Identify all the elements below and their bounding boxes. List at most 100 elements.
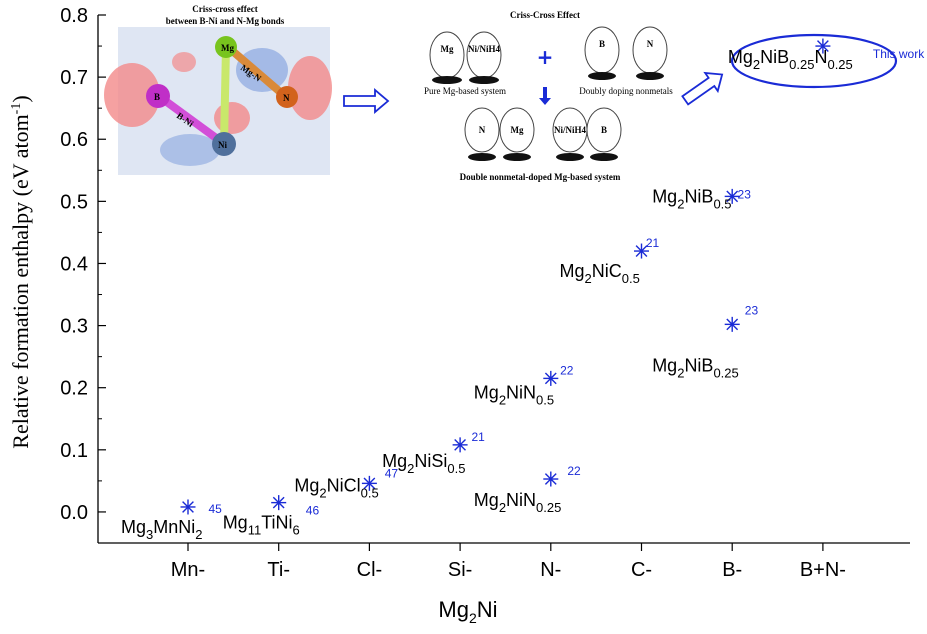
y-tick-label: 0.4 xyxy=(60,253,88,275)
bubble-label-mg: Mg xyxy=(441,44,454,54)
y-ticks: 0.00.10.20.30.40.50.60.70.8 xyxy=(60,5,106,524)
data-point-label: Mg11TiNi6 xyxy=(223,513,300,538)
feet xyxy=(590,153,618,161)
data-point-label: Mg2NiSi0.5 xyxy=(382,451,465,476)
data-point-ref: 22 xyxy=(560,363,574,377)
atom-label-b: B xyxy=(154,92,160,102)
arrow-right-icon xyxy=(343,88,390,114)
feet xyxy=(588,72,616,80)
bubble-label-ni: Ni/NiH4 xyxy=(468,44,501,54)
data-point-label: Mg2NiB0.5 xyxy=(652,186,731,211)
data-point-ref: 47 xyxy=(385,466,399,480)
atom-label-n: N xyxy=(283,93,290,103)
axes xyxy=(97,15,910,544)
data-point-label: Mg2NiC0.5 xyxy=(560,261,640,286)
inset-criss-cross-structure: Criss-cross effect between B-Ni and N-Mg… xyxy=(104,4,332,175)
data-point-ref: 22 xyxy=(567,464,581,478)
y-axis-title-main: Relative formation enthalpy (eV atom xyxy=(8,114,33,448)
data-point-ref: 21 xyxy=(646,236,660,250)
data-point-ref: This work xyxy=(873,47,925,61)
bubble-ni xyxy=(466,31,502,79)
bubble-n xyxy=(632,26,668,74)
density-blob-red xyxy=(104,63,160,127)
arrow-down-icon xyxy=(539,87,551,105)
y-axis-title-sup: -1 xyxy=(9,103,24,115)
density-blob-red xyxy=(172,52,196,72)
data-point-label: Mg3MnNi2 xyxy=(121,517,203,542)
bubble-b xyxy=(584,26,620,74)
inset-title-line2: between B-Ni and N-Mg bonds xyxy=(166,16,285,26)
density-blob-red xyxy=(288,56,332,120)
atom-label-ni: Ni xyxy=(218,140,227,150)
x-tick-label: B- xyxy=(722,559,742,581)
caption-pure-mg: Pure Mg-based system xyxy=(424,86,506,96)
y-tick-label: 0.1 xyxy=(60,440,88,462)
bubble-bottom-label-mg: Mg xyxy=(511,125,524,135)
data-points xyxy=(180,38,831,515)
bubble-label-n: N xyxy=(647,39,654,49)
data-labels: Mg3MnNi245Mg11TiNi646Mg2NiCl0.547Mg2NiSi… xyxy=(121,47,925,542)
density-blob-blue xyxy=(160,134,220,166)
plus-icon: + xyxy=(537,45,554,69)
data-point-ref: 45 xyxy=(209,502,223,516)
arrow-up-right-icon xyxy=(681,71,724,106)
density-blob-blue xyxy=(236,48,288,92)
data-point-star xyxy=(452,437,468,453)
bond-mg-n xyxy=(226,44,289,101)
atom-mg xyxy=(215,36,237,58)
y-tick-label: 0.5 xyxy=(60,191,88,213)
x-axis-title: Mg2Ni xyxy=(438,597,497,626)
x-ticks: Mn-Ti-Cl-Si-N-C-B-B+N- xyxy=(171,543,846,581)
data-point-star xyxy=(634,243,649,259)
atom-n xyxy=(276,86,298,108)
bubble-bottom-b xyxy=(586,107,622,153)
data-point-star xyxy=(180,499,196,515)
atom-b xyxy=(146,84,170,108)
data-point-star xyxy=(271,495,287,511)
y-tick-label: 0.3 xyxy=(60,316,88,338)
y-axis-title-close: ) xyxy=(8,95,33,102)
bond-mg-ni xyxy=(220,46,230,145)
bubble-mg xyxy=(429,31,465,79)
x-axis-title-main: Mg xyxy=(438,597,469,622)
y-tick-label: 0.6 xyxy=(60,129,88,151)
data-point-ref: 23 xyxy=(738,187,752,201)
feet xyxy=(469,76,499,84)
feet xyxy=(503,153,531,161)
data-point-ref: 23 xyxy=(745,303,759,317)
data-point-label: Mg2NiN0.25 xyxy=(474,490,562,515)
data-point-ref: 21 xyxy=(471,430,485,444)
y-axis-title: Relative formation enthalpy (eV atom-1) xyxy=(8,95,33,448)
y-tick-label: 0.0 xyxy=(60,502,88,524)
bubble-label-b: B xyxy=(599,39,605,49)
data-point-label: Mg2NiB0.25 xyxy=(652,355,739,380)
x-tick-label: Si- xyxy=(448,559,472,581)
x-tick-label: Mn- xyxy=(171,559,205,581)
data-point-star xyxy=(724,316,740,332)
bond-b-ni xyxy=(157,93,226,147)
schematic-title: Criss-Cross Effect xyxy=(510,10,580,20)
bubble-bottom-label-b: B xyxy=(601,125,607,135)
atom-ni xyxy=(212,132,236,156)
data-point-star xyxy=(543,370,559,386)
feet xyxy=(468,153,496,161)
caption-double-doped: Double nonmetal-doped Mg-based system xyxy=(460,172,621,182)
bubble-bottom-label-ni: Ni/NiH4 xyxy=(554,125,587,135)
this-work-highlight xyxy=(730,33,898,89)
bubble-bottom-n xyxy=(464,107,500,153)
x-tick-label: C- xyxy=(631,559,652,581)
density-blob-red xyxy=(214,102,250,134)
x-tick-label: B+N- xyxy=(800,559,846,581)
x-axis-title-tail: Ni xyxy=(477,597,498,622)
data-point-label: Mg2NiB0.25N0.25 xyxy=(728,47,853,72)
bubble-bottom-mg xyxy=(499,107,535,153)
data-point-label: Mg2NiN0.5 xyxy=(474,382,554,407)
bubble-bottom-label-n: N xyxy=(479,125,486,135)
inset-title-line1: Criss-cross effect xyxy=(192,4,258,14)
data-point-star xyxy=(815,38,831,54)
x-tick-label: N- xyxy=(540,559,561,581)
data-point-label: Mg2NiCl0.5 xyxy=(294,475,378,500)
x-axis-title-sub: 2 xyxy=(469,610,477,626)
atom-label-mg: Mg xyxy=(221,43,234,53)
